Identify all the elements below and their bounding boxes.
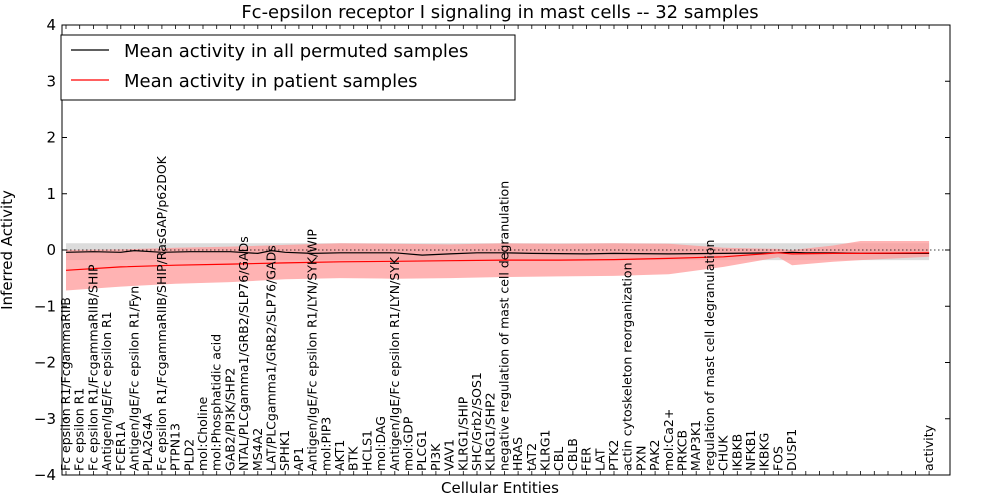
entity-label: actin cytoskeleton reorganization <box>620 262 635 471</box>
series-line-permuted <box>65 249 930 256</box>
entity-label: mol:GDP <box>401 416 416 471</box>
entity-label: FER <box>579 447 594 471</box>
y-tick-label: −3 <box>34 410 56 428</box>
entity-label: DUSP1 <box>784 429 799 471</box>
entity-label: Antigen/IgE/Fc epsilon R1 <box>99 311 114 471</box>
entity-label: Fc epsilon R1/FcgammaRIIB/SHIP <box>85 264 100 471</box>
entity-label: HCLS1 <box>359 430 374 471</box>
legend: Mean activity in all permuted samples Me… <box>60 34 516 101</box>
entity-label: SPHK1 <box>277 430 292 471</box>
entity-label: PLD2 <box>181 439 196 471</box>
entity-label: NTAL/PLCgamma1/GRB2/SLP76/GADs <box>236 236 251 471</box>
y-axis: 4 3 2 1 0 −1 −2 −3 −4 <box>34 16 950 484</box>
entity-label: MS4A2 <box>250 428 265 471</box>
x-axis-label: Cellular Entities <box>441 479 559 497</box>
entity-label: CBL <box>551 447 566 471</box>
entity-label: IKBKG <box>757 433 772 471</box>
entity-label: FCER1A <box>113 422 128 471</box>
entity-label: Fc epsilon R1 <box>72 388 87 471</box>
y-tick-label: −2 <box>34 354 56 372</box>
entity-label: CHUK <box>716 435 731 471</box>
entity-label: NFKB1 <box>743 430 758 471</box>
entity-label: AKT1 <box>332 440 347 471</box>
entity-label: PLA2G4A <box>140 413 155 471</box>
entity-label: PAK2 <box>647 440 662 471</box>
entity-label: IKBKB <box>729 434 744 471</box>
entity-label: PTPN13 <box>168 423 183 471</box>
legend-label-permuted: Mean activity in all permuted samples <box>124 41 468 62</box>
entity-label: PXN <box>633 446 648 471</box>
entity-label: CBLB <box>565 438 580 471</box>
entity-label: BTK <box>346 446 361 471</box>
entity-label: MAP3K1 <box>688 420 703 471</box>
y-tick-label: 4 <box>46 16 56 34</box>
entity-label: KLRG1/SHP2 <box>483 392 498 471</box>
entity-label: Antigen/IgE/Fc epsilon R1/Fyn <box>127 286 142 471</box>
entity-label: regulation of mast cell degranulation <box>702 240 717 471</box>
entity-label: KLRG1 <box>538 430 553 472</box>
entity-label: SHC/Grb2/SOS1 <box>469 372 484 471</box>
entity-label: Antigen/IgE/Fc epsilon R1/LYN/SYK <box>387 256 402 471</box>
y-tick-label: −4 <box>34 466 56 484</box>
entity-label: LAT/PLCgamma1/GRB2/SLP76/GADs <box>264 245 279 471</box>
entity-label: PTK2 <box>606 440 621 471</box>
entity-label: KLRG1/SHIP <box>455 396 470 471</box>
entity-label: Fc epsilon R1/FcgammaRIIB/SHIP/RasGAP/p6… <box>154 155 169 471</box>
y-tick-label: −1 <box>34 297 56 315</box>
entity-label: LAT <box>592 448 607 471</box>
plot-area <box>62 241 950 291</box>
entity-label: mol:Phosphatidic acid <box>209 334 224 471</box>
entity-label: tAT2 <box>524 443 539 471</box>
entity-label: HRAS <box>510 437 525 471</box>
entity-label: VAV1 <box>442 439 457 471</box>
entity-label: activity <box>921 424 936 471</box>
y-tick-label: 1 <box>46 185 56 203</box>
entity-label: PI3K <box>428 443 443 471</box>
entity-label: negative regulation of mast cell degranu… <box>496 181 511 471</box>
entity-label: AP1 <box>291 447 306 471</box>
entity-label: mol:Ca2+ <box>661 409 676 471</box>
chart-title: Fc-epsilon receptor I signaling in mast … <box>241 2 758 23</box>
entity-label: PLCG1 <box>414 430 429 471</box>
entity-label: Antigen/IgE/Fc epsilon R1/LYN/SYK/WIP <box>305 229 320 471</box>
y-tick-label: 2 <box>46 129 56 147</box>
entity-label: mol:Choline <box>195 396 210 471</box>
y-tick-label: 0 <box>46 241 56 259</box>
entity-label: Fc epsilon R1/FcgammaRIIB <box>58 297 73 471</box>
entity-label: PRKCB <box>675 430 690 471</box>
legend-box <box>60 34 516 101</box>
series-line-patient <box>65 252 930 271</box>
entity-label: FOS <box>770 446 785 471</box>
entity-label: mol:PIP3 <box>318 417 333 471</box>
y-axis-label: Inferred Activity <box>0 190 16 310</box>
entity-label: mol:DAG <box>373 416 388 471</box>
y-tick-label: 3 <box>46 72 56 90</box>
legend-label-patient: Mean activity in patient samples <box>124 71 418 92</box>
entity-label: GAB2/PI3K/SHP2 <box>222 368 237 471</box>
